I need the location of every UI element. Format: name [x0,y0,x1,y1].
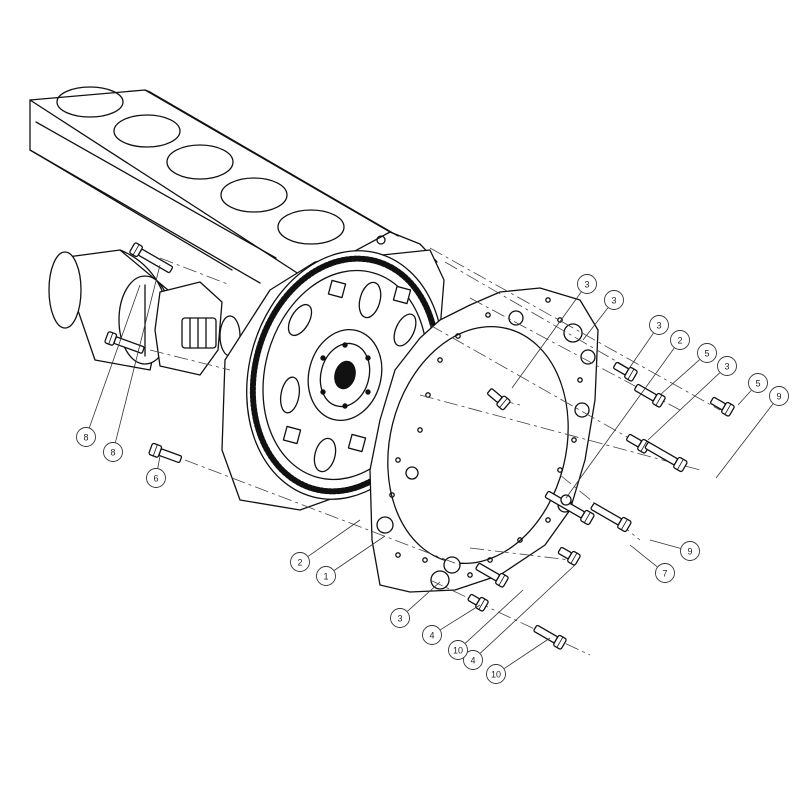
bolt [129,242,174,274]
bolt [613,361,638,382]
bolt [148,442,183,464]
callout-bubble: 4 [422,625,442,645]
callout-leader [715,403,774,479]
bolt [634,383,666,408]
callout-label: 9 [776,392,781,402]
callout-bubble: 7 [655,563,675,583]
callout-leader [88,284,141,428]
callout-label: 3 [724,362,729,372]
bolt [626,433,651,454]
callout-leader [504,637,551,669]
callout-bubble: 5 [748,373,768,393]
callout-bubble: 2 [670,330,690,350]
engine-block [29,86,438,284]
callout-leader [307,519,361,557]
callout-bubble: 10 [486,664,506,684]
callout-bubble: 3 [649,315,669,335]
callout-label: 3 [656,321,661,331]
bolt [557,546,581,566]
callout-bubble: 3 [577,274,597,294]
callout-bubble: 1 [316,566,336,586]
callout-leader [659,359,700,396]
callout-leader [480,564,576,654]
callout-leader [115,264,161,443]
callout-bubble: 3 [717,356,737,376]
callout-leaders [88,264,774,669]
bolt [467,593,489,612]
callout-leader [582,307,609,341]
callout-leader [627,333,654,371]
callout-label: 8 [83,433,88,443]
callout-label: 9 [687,547,692,557]
bolt [533,624,567,650]
bolt [486,388,511,411]
bolt [104,331,145,354]
callout-leader [511,291,582,389]
callout-bubble: 6 [146,468,166,488]
bolt [710,396,735,417]
callout-leader [334,535,386,571]
adapter-plate [369,287,599,593]
callout-leader [647,372,720,441]
bolt [590,502,632,533]
fasteners [104,242,735,650]
callout-label: 3 [584,280,589,290]
callout-bubble: 2 [290,552,310,572]
callout-bubbles: 1 2 3 3 3 3 3 2 5 5 9 9 7 8 8 6 4 4 10 10 [76,274,789,684]
callout-leader [649,539,681,549]
callout-leader [629,544,658,568]
callout-label: 2 [297,558,302,568]
callout-label: 5 [704,349,709,359]
callout-label: 7 [662,569,667,579]
callout-leader [737,390,752,406]
callout-bubble: 10 [448,640,468,660]
callout-bubble: 5 [697,343,717,363]
callout-label: 3 [397,614,402,624]
callout-bubble: 9 [769,386,789,406]
callout-bubble: 9 [680,541,700,561]
bolt [475,562,509,588]
callout-label: 10 [491,670,501,680]
callout-label: 3 [611,296,616,306]
callout-label: 2 [677,336,682,346]
starter-motor [48,249,241,376]
callout-label: 4 [429,631,434,641]
callout-bubble: 4 [463,650,483,670]
callout-bubble: 3 [390,608,410,628]
callout-label: 4 [470,656,475,666]
callout-leader [157,455,161,469]
callout-leader [565,347,675,499]
bolt [644,441,688,473]
callout-leader [440,604,481,631]
callout-label: 1 [323,572,328,582]
callout-leader [407,581,441,612]
callout-label: 8 [110,448,115,458]
callout-label: 10 [453,646,463,656]
callout-label: 6 [153,474,158,484]
callout-bubble: 8 [103,442,123,462]
callout-bubble: 8 [76,427,96,447]
callout-bubble: 3 [604,290,624,310]
callout-label: 5 [755,379,760,389]
callout-leader [465,589,524,644]
